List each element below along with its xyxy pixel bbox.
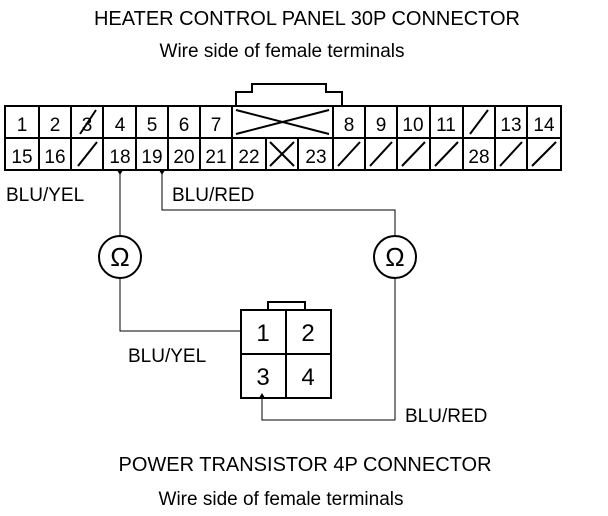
blank-cavity-mark — [79, 109, 97, 135]
transistor-connector-subtitle: Wire side of female terminals — [159, 489, 404, 510]
blank-cavity-mark — [77, 141, 98, 167]
blank-cavity-mark — [269, 141, 295, 167]
pin-label: 23 — [305, 147, 326, 168]
heater-connector-title: HEATER CONTROL PANEL 30P CONNECTOR — [94, 8, 520, 30]
connector-latch — [235, 83, 343, 106]
blank-cavity-mark — [469, 109, 489, 135]
blank-cavity-mark — [337, 141, 361, 167]
pin-label: 18 — [109, 147, 130, 168]
pin-label: 5 — [147, 115, 158, 136]
pin-label: 22 — [238, 147, 259, 168]
pin-label: 19 — [141, 147, 162, 168]
pin-label: 1 — [256, 320, 269, 347]
pin-label: 21 — [205, 147, 226, 168]
pin-label: 1 — [17, 115, 28, 136]
blank-cavity-mark — [401, 141, 426, 167]
pin-label: 4 — [115, 115, 126, 136]
wire-color-label: BLU/YEL — [6, 185, 84, 206]
blank-cavity-mark — [369, 141, 393, 167]
ohm-symbol: Ω — [110, 242, 129, 272]
pin-label: 7 — [211, 115, 222, 136]
wire-blu-red — [261, 278, 396, 421]
heater-connector-subtitle: Wire side of female terminals — [160, 41, 405, 62]
pin-label: 6 — [179, 115, 190, 136]
pin-label: 14 — [533, 115, 555, 136]
connector-latch — [267, 301, 306, 310]
ohmmeter-right: Ω — [373, 235, 417, 279]
wire-terminal-mark — [159, 170, 165, 175]
wire-color-label: BLU/YEL — [128, 346, 206, 367]
test-wires — [119, 170, 396, 421]
wire-terminal-mark — [259, 393, 265, 398]
pin-label: 20 — [173, 147, 194, 168]
ohm-symbol: Ω — [385, 242, 404, 272]
pin-label: 3 — [256, 364, 269, 391]
pin-label: 13 — [500, 115, 521, 136]
pin-label: 4 — [301, 364, 314, 391]
heater-control-panel-connector — [4, 83, 562, 171]
pin-label: 2 — [50, 115, 61, 136]
power-transistor-connector — [240, 301, 332, 399]
wire-terminal-mark — [117, 170, 123, 175]
wire-color-label: BLU/RED — [405, 406, 487, 427]
pin-label: 9 — [376, 115, 387, 136]
pin-label: 8 — [344, 115, 355, 136]
blank-cavity-mark — [499, 141, 523, 167]
wire-color-label: BLU/RED — [172, 185, 254, 206]
blank-cavity-mark — [531, 141, 557, 167]
transistor-connector-title: POWER TRANSISTOR 4P CONNECTOR — [118, 454, 491, 476]
pin-label: 15 — [11, 147, 32, 168]
pin-label: 16 — [44, 147, 65, 168]
blank-cavity-mark — [235, 109, 330, 135]
pin-label: 10 — [402, 115, 423, 136]
pin-label: 2 — [301, 320, 314, 347]
wire-blu-red — [161, 170, 396, 236]
pin-label: 11 — [436, 115, 456, 136]
pin-label: 28 — [468, 147, 489, 168]
wire-blu-yel — [119, 278, 241, 332]
blank-cavity-mark — [434, 141, 459, 167]
ohmmeter-left: Ω — [98, 235, 142, 279]
pin-label: 3 — [82, 115, 93, 136]
